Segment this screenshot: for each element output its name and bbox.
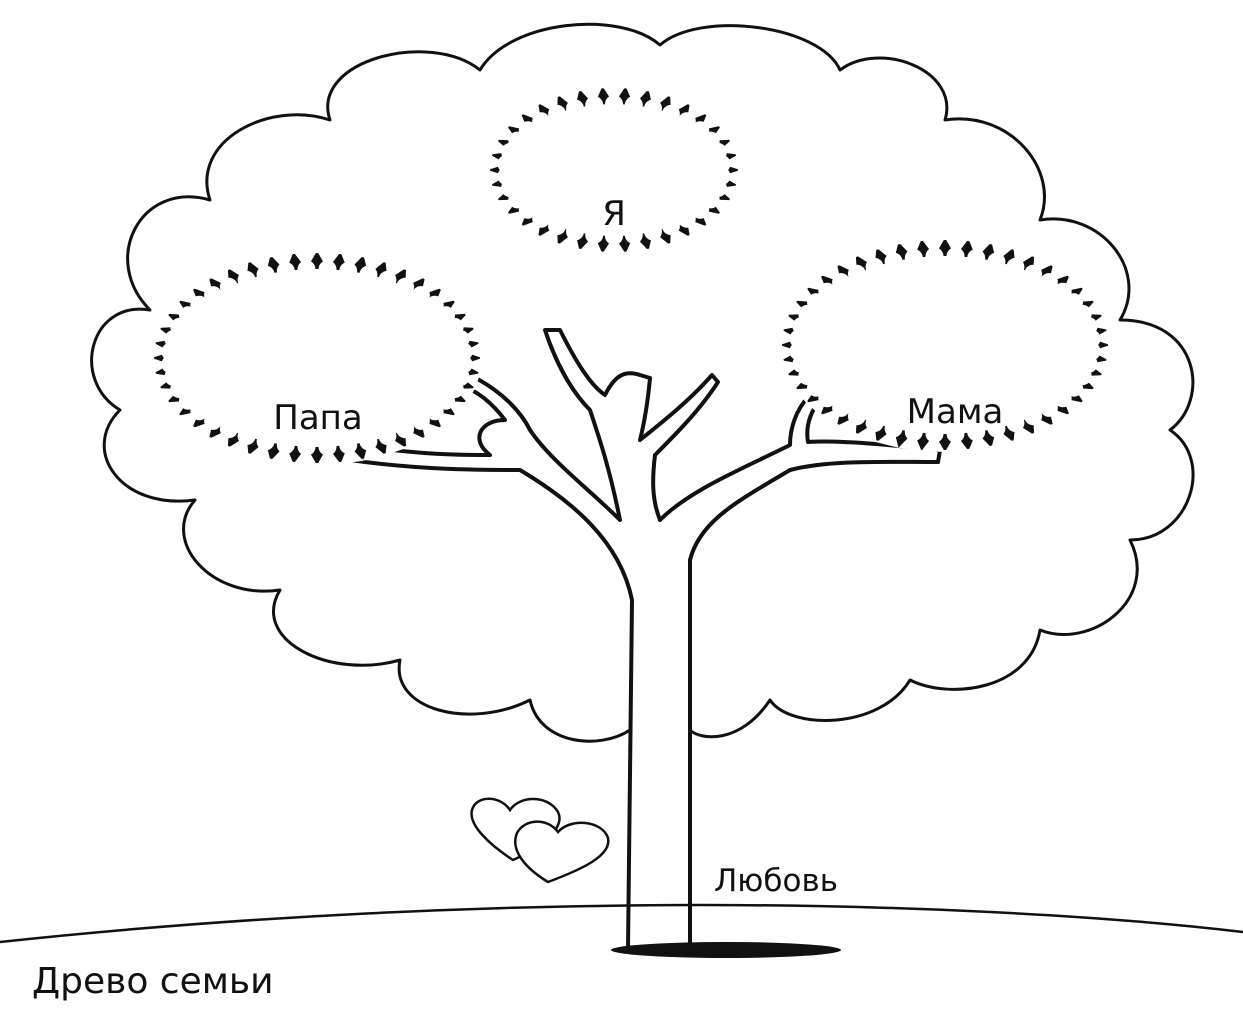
trunk-caption: Любовь [714, 866, 838, 897]
frame-label-mom: Мама [907, 395, 1004, 429]
page-title: Древо семьи [32, 964, 274, 1000]
frame-label-me: Я [602, 197, 626, 231]
frame-label-dad: Папа [273, 401, 362, 435]
